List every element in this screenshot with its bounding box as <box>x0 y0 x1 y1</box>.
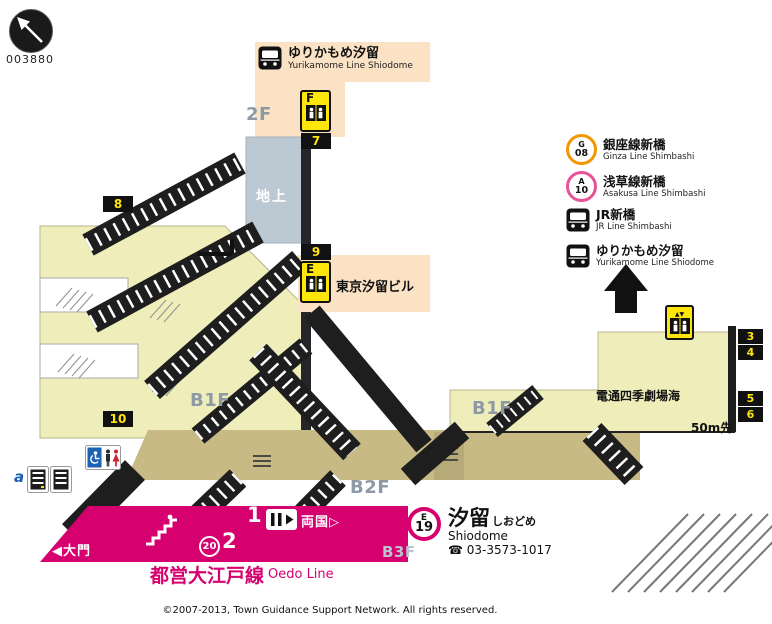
yurikamome-title: ゆりかもめ汐留 <box>288 46 380 61</box>
exit-badge-7: 7 <box>301 133 331 149</box>
stairs-icon <box>143 514 179 550</box>
building-label: 東京汐留ビル <box>336 280 415 295</box>
transfer-jr: JR新橋 JR Line Shimbashi <box>566 208 672 232</box>
direction-daimon: ◀大門 <box>52 544 91 559</box>
elevator-2f-letter: F <box>306 91 315 105</box>
train-icon <box>566 208 590 232</box>
elevator-pictogram <box>669 318 690 334</box>
exit-badge-6: 6 <box>738 407 763 422</box>
floor-2f-shape <box>255 42 430 137</box>
exit-badge-5: 5 <box>738 391 763 406</box>
train-icon <box>566 244 590 268</box>
distance-label: 50m先 <box>691 421 733 435</box>
ginza-station-number: 08 <box>574 148 589 159</box>
map-number: 003880 <box>6 53 54 66</box>
transfer-title: 浅草線新橋 <box>603 173 666 189</box>
exit-badge-10: 10 <box>103 411 133 427</box>
b2f-corridor-shape <box>126 430 640 480</box>
elevator-pictogram <box>305 276 326 292</box>
ground-level-shape <box>245 136 304 244</box>
dentsu-theater-label: 電通四季劇場海 <box>596 389 681 403</box>
car-position-badge: 20 <box>199 536 220 557</box>
platform-2-label: 2 <box>222 529 237 553</box>
ginza-line-badge: G 08 <box>566 134 597 165</box>
floor-label-2f: 2F <box>246 104 272 125</box>
transfer-title: ゆりかもめ汐留 <box>596 243 684 258</box>
station-info: E 19 汐留 しおどめ Shiodome ☎ 03-3573-1017 <box>407 507 552 558</box>
station-name: 汐留 <box>448 506 490 530</box>
station-name-kana: しおどめ <box>492 515 536 528</box>
transfer-title: 銀座線新橋 <box>603 136 666 152</box>
train-icon <box>258 46 282 70</box>
toilet-icon <box>85 445 121 474</box>
exit-badge-9: 9 <box>301 244 331 260</box>
transfer-subtitle: JR Line Shimbashi <box>596 222 672 232</box>
elevator-icon-building: E <box>300 261 331 303</box>
transfer-subtitle: Yurikamome Line Shiodome <box>596 258 714 268</box>
oedo-line-name: 都営大江戸線 <box>150 565 265 587</box>
direction-ryogoku: 両国▷ <box>301 515 340 530</box>
station-line-letter: E <box>420 513 428 523</box>
transfer-subtitle: Asakusa Line Shimbashi <box>603 188 706 199</box>
transfer-ginza: G 08 銀座線新橋 Ginza Line Shimbashi <box>566 134 694 165</box>
platform-1-label: 1 <box>247 503 262 527</box>
gate-icon <box>266 509 297 534</box>
locker-icon-1 <box>27 466 49 497</box>
ginza-line-letter: G <box>578 140 585 149</box>
floor-label-b3f: B3F <box>382 543 416 561</box>
elevator-pictogram <box>305 105 326 121</box>
station-name-en: Shiodome <box>448 529 508 543</box>
transfer-title: JR新橋 <box>596 207 636 222</box>
compass-icon <box>8 8 54 58</box>
elevator-building-letter: E <box>306 262 315 276</box>
floor-label-ground: 地上 <box>256 189 288 205</box>
wall-mark <box>198 239 234 256</box>
exit-badge-3: 3 <box>738 329 763 344</box>
asakusa-line-letter: A <box>578 177 585 186</box>
right-wall-shape <box>728 326 736 432</box>
exit-badge-8: 8 <box>103 196 133 212</box>
station-number: 19 <box>414 520 434 535</box>
copyright: ©2007-2013, Town Guidance Support Networ… <box>162 605 498 616</box>
area-a-label: a <box>14 468 25 486</box>
floor-label-b2f: B2F <box>350 477 391 498</box>
station-phone: ☎ 03-3573-1017 <box>448 543 552 557</box>
elevator-arrows: ▲▼ <box>674 311 685 318</box>
transfer-subtitle: Ginza Line Shimbashi <box>603 151 695 162</box>
asakusa-station-number: 10 <box>574 185 589 196</box>
oedo-station-badge: E 19 <box>407 507 441 541</box>
transfer-asakusa: A 10 浅草線新橋 Asakusa Line Shimbashi <box>566 171 705 202</box>
asakusa-line-badge: A 10 <box>566 171 597 202</box>
transfer-yurikamome: ゆりかもめ汐留 Yurikamome Line Shiodome <box>566 244 714 268</box>
stairs-escalator-bands <box>62 152 644 552</box>
up-arrow-icon <box>604 264 648 313</box>
elevator-icon-b1f: ▲▼ <box>665 305 694 340</box>
exit-badge-4: 4 <box>738 345 763 360</box>
yurikamome-station-label: ゆりかもめ汐留 Yurikamome Line Shiodome <box>258 46 413 72</box>
room-cutout-2 <box>39 343 139 379</box>
platform-b3f-shape <box>40 506 408 562</box>
locker-icon-2 <box>50 466 72 497</box>
floor-label-b1f-right: B1F <box>472 398 513 419</box>
edge-hatch <box>611 513 772 593</box>
floor-label-b1f-left: B1F <box>190 390 231 411</box>
elevator-icon-2f: F <box>300 90 331 132</box>
oedo-line-name-en: Oedo Line <box>268 567 334 582</box>
b1f-left-shape <box>39 225 307 439</box>
yurikamome-subtitle: Yurikamome Line Shiodome <box>288 61 413 71</box>
